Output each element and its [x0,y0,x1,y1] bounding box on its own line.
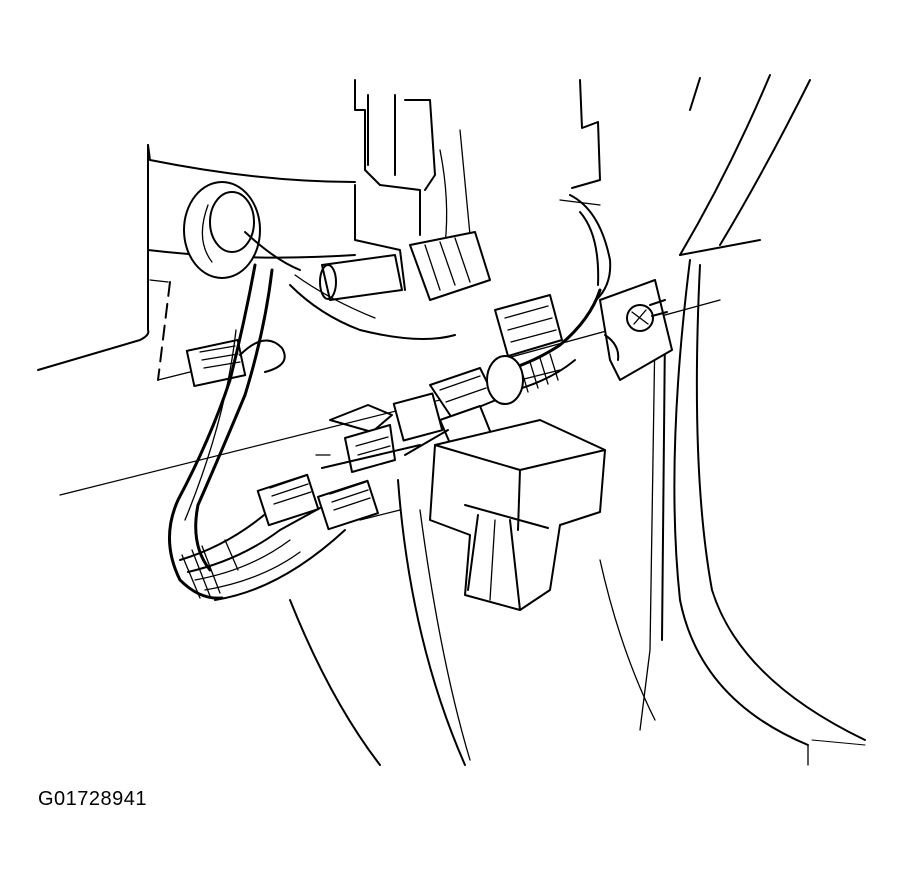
relay-plug [289,231,491,340]
module-box [429,419,606,611]
center-connectors [315,367,497,473]
a-pillar-trim [599,259,866,766]
grommet [183,181,301,279]
figure-id-label: G01728941 [38,788,148,810]
upper-bracket [354,74,811,291]
lower-connectors [256,473,401,531]
right-connectors [486,194,612,405]
left-connector [185,338,286,388]
mounting-bracket [599,279,673,381]
wire-harness [168,263,346,601]
locator-guide [149,279,191,381]
